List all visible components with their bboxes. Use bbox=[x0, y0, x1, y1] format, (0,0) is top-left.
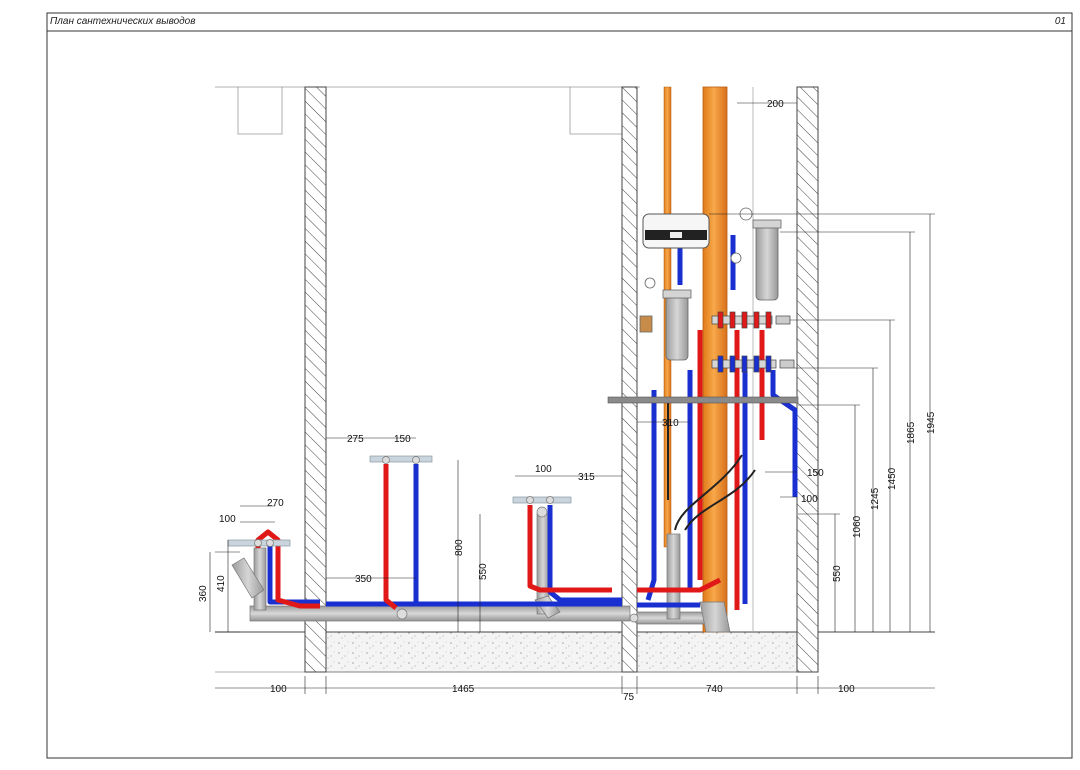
dim-310: 310 bbox=[662, 418, 679, 429]
dim-550-right: 550 bbox=[832, 565, 843, 582]
floor-slab-right bbox=[636, 631, 798, 673]
dim-800: 800 bbox=[454, 539, 465, 556]
dim-75: 75 bbox=[623, 692, 635, 703]
dim-100-center: 100 bbox=[535, 464, 552, 475]
dim-270: 270 bbox=[267, 498, 284, 509]
wall-left bbox=[304, 86, 327, 673]
sewer-riser-tee bbox=[699, 601, 731, 633]
dimension-lines bbox=[209, 102, 935, 694]
wall-center bbox=[621, 86, 638, 673]
filter-housings bbox=[639, 207, 782, 361]
dim-315: 315 bbox=[578, 472, 595, 483]
manifolds bbox=[711, 311, 795, 373]
water-heater bbox=[642, 213, 710, 249]
floor-slab-left bbox=[325, 631, 623, 673]
sewer-left-branch bbox=[231, 557, 265, 599]
dimension-labels: 200 275 150 270 100 100 315 310 150 100 … bbox=[198, 99, 937, 703]
black-hoses bbox=[667, 400, 756, 531]
dim-740: 740 bbox=[706, 684, 723, 695]
dim-1465: 1465 bbox=[452, 684, 475, 695]
dim-550-center: 550 bbox=[478, 563, 489, 580]
hot-water-pipes bbox=[255, 330, 765, 610]
dim-150-mid: 150 bbox=[394, 434, 411, 445]
dim-bottom-100-right: 100 bbox=[838, 684, 855, 695]
outlet-fittings bbox=[254, 456, 639, 623]
wall-right bbox=[796, 86, 819, 673]
dim-bottom-100-left: 100 bbox=[270, 684, 287, 695]
dim-410: 410 bbox=[216, 575, 227, 592]
sheet-number: 01 bbox=[1054, 16, 1066, 27]
mounting-rail bbox=[607, 396, 799, 404]
sewer-right-vertical bbox=[666, 533, 681, 620]
dim-1245: 1245 bbox=[870, 487, 881, 510]
dim-200: 200 bbox=[767, 99, 784, 110]
dim-1450: 1450 bbox=[887, 467, 898, 490]
dim-150-right: 150 bbox=[807, 468, 824, 479]
sewer-riser bbox=[702, 86, 728, 633]
dim-1060: 1060 bbox=[852, 515, 863, 538]
dim-100-left: 100 bbox=[219, 514, 236, 525]
dim-100-right: 100 bbox=[801, 494, 818, 505]
cold-water-pipes bbox=[267, 230, 798, 608]
sheet-frame bbox=[46, 12, 1073, 759]
dim-350: 350 bbox=[355, 574, 372, 585]
dim-1945: 1945 bbox=[926, 411, 937, 434]
dim-275: 275 bbox=[347, 434, 364, 445]
dim-360: 360 bbox=[198, 585, 209, 602]
sheet-title: План сантехнических выводов bbox=[50, 16, 196, 27]
dim-1865: 1865 bbox=[906, 421, 917, 444]
